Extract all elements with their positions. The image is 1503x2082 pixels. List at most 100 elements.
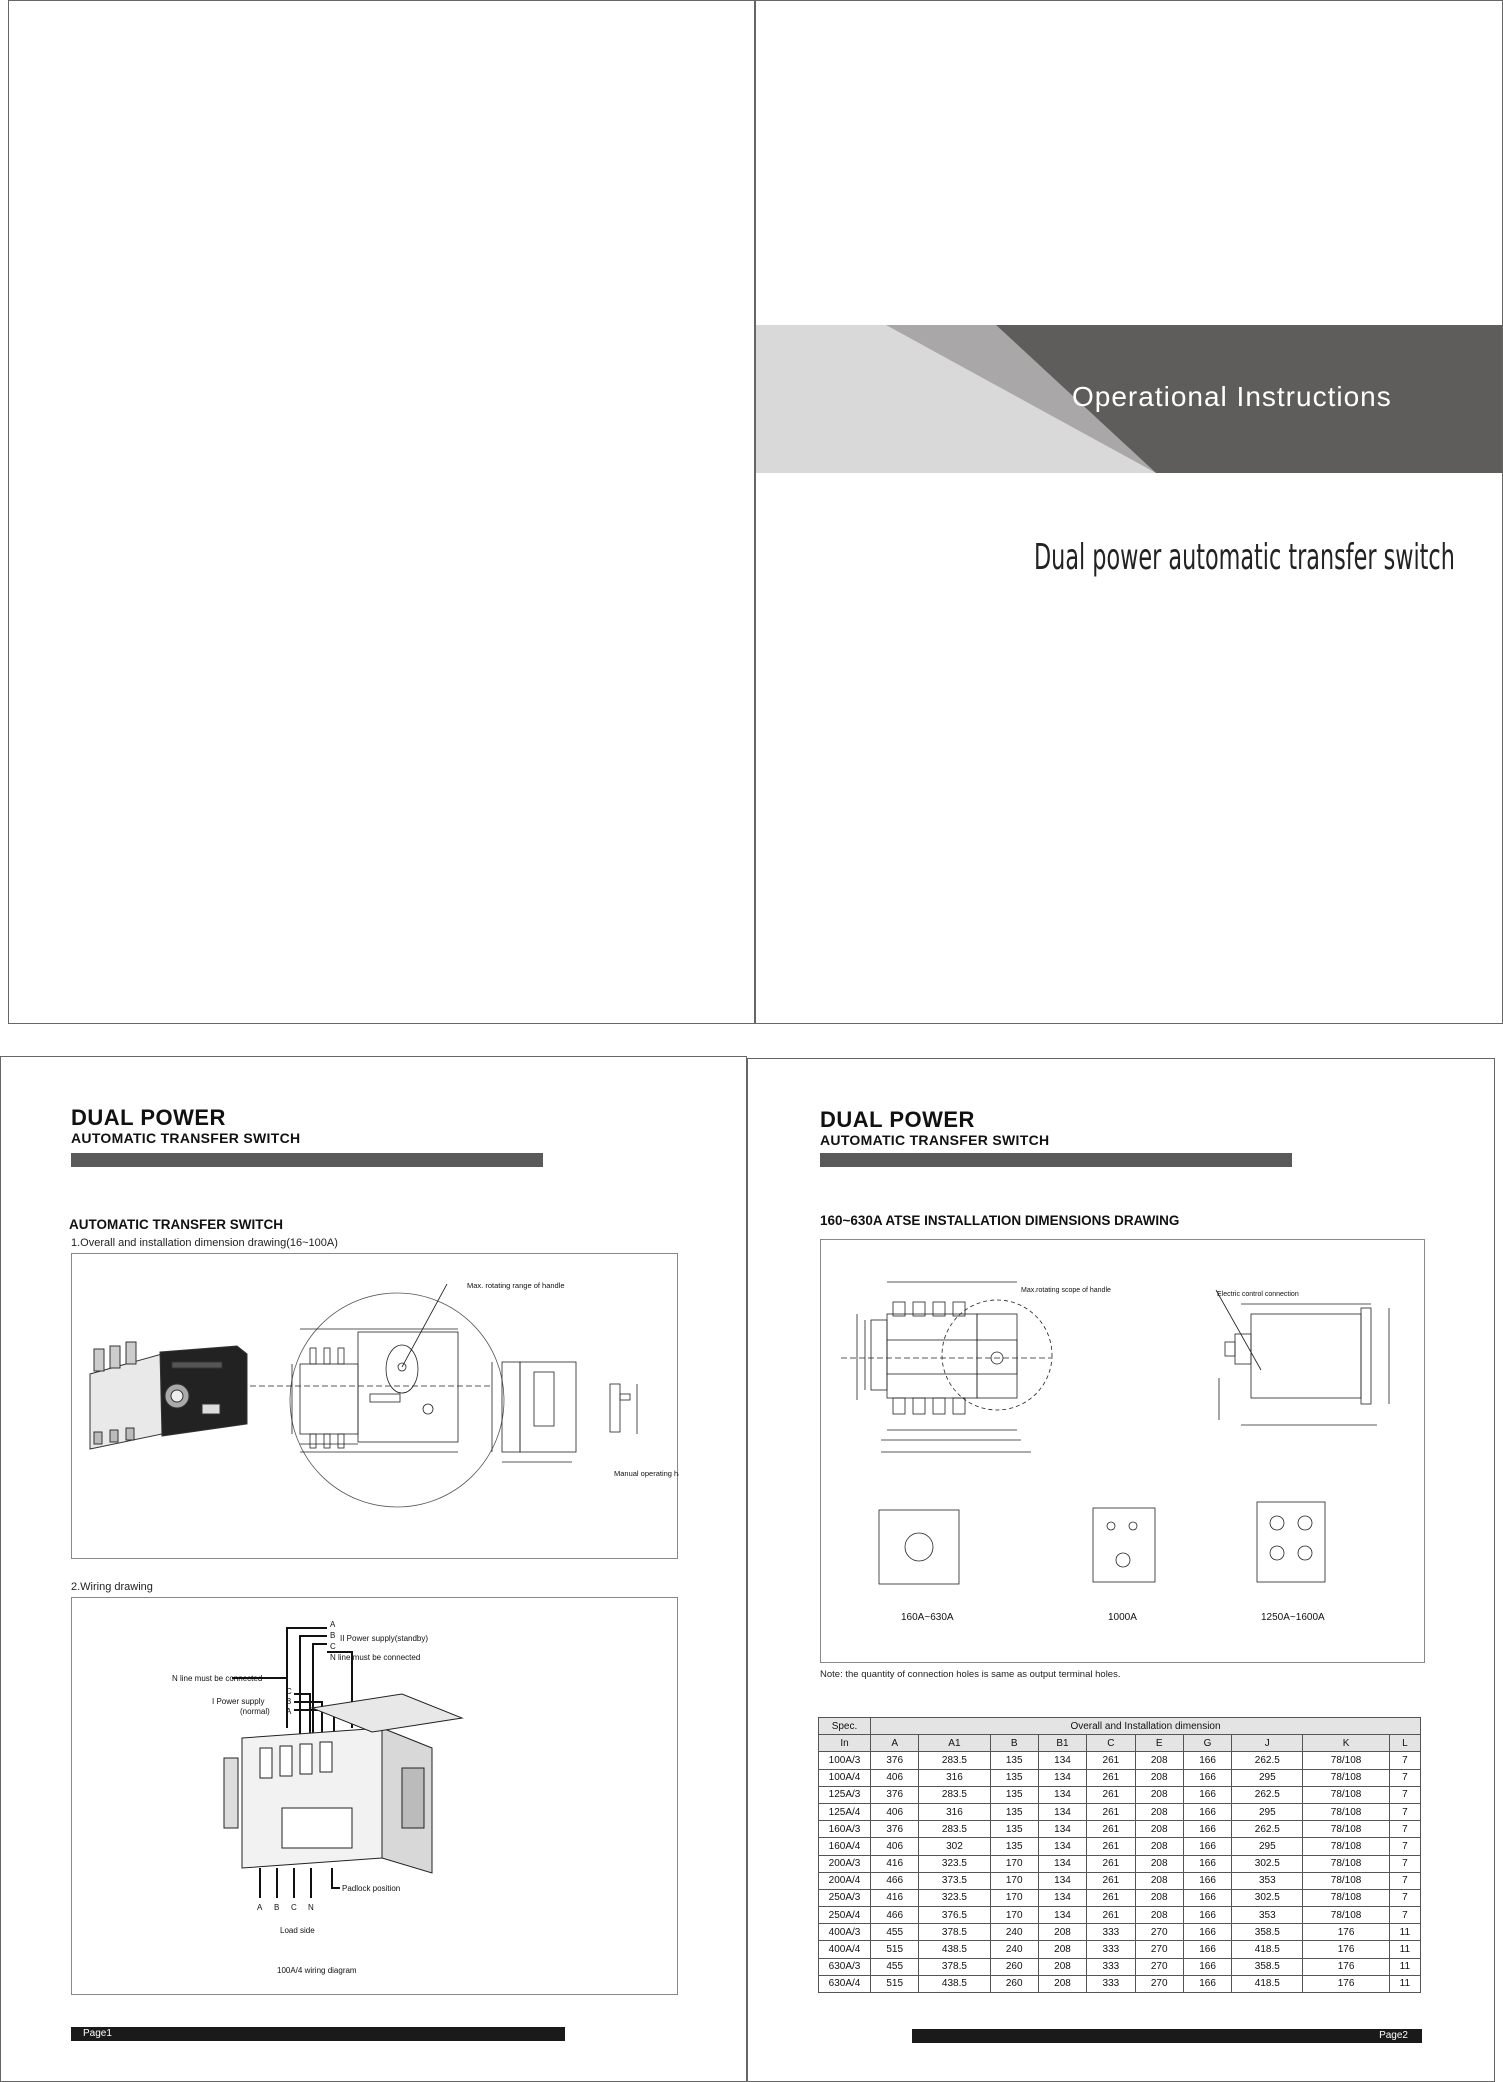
- table-cell: 400A/3: [818, 1923, 871, 1942]
- table-cell: 78/108: [1302, 1837, 1390, 1856]
- table-cell: 7: [1388, 1888, 1422, 1908]
- power-normal-label: I Power supply: [212, 1697, 264, 1706]
- table-cell: 630A/3: [818, 1957, 871, 1976]
- table-cell: 283.5: [918, 1751, 991, 1770]
- cover-band: [756, 325, 1502, 473]
- load-label-n: N: [308, 1903, 314, 1912]
- table-cell: 135: [989, 1785, 1039, 1804]
- table-cell: 11: [1388, 1974, 1422, 1994]
- table-cell: 455: [869, 1923, 920, 1942]
- table-cell: 125A/3: [818, 1785, 871, 1804]
- table-cell: 323.5: [918, 1854, 991, 1873]
- table-cell: 515: [869, 1974, 920, 1994]
- column-header: A: [869, 1734, 920, 1753]
- table-cell: 166: [1182, 1820, 1233, 1839]
- table-cell: 166: [1182, 1888, 1233, 1908]
- table-cell: 170: [989, 1906, 1039, 1925]
- table-cell: 166: [1182, 1906, 1233, 1925]
- table-cell: 416: [869, 1854, 920, 1873]
- table-cell: 100A/4: [818, 1768, 871, 1787]
- wiring-drawing: A B C II Power supply(standby) N line mu…: [172, 1620, 464, 1975]
- load-side-label: Load side: [280, 1926, 315, 1935]
- brand-subtitle: AUTOMATIC TRANSFER SWITCH: [71, 1130, 301, 1146]
- brand-title: DUAL POWER: [820, 1107, 975, 1132]
- table-cell: 134: [1037, 1888, 1088, 1908]
- dimension-drawing-heading: 1.Overall and installation dimension dra…: [71, 1237, 338, 1249]
- table-cell: 7: [1388, 1820, 1422, 1839]
- table-cell: 261: [1086, 1837, 1136, 1856]
- table-cell: 166: [1182, 1837, 1233, 1856]
- table-cell: 166: [1182, 1957, 1233, 1976]
- table-cell: 208: [1134, 1871, 1184, 1890]
- table-cell: 166: [1182, 1923, 1233, 1942]
- column-header: B1: [1037, 1734, 1088, 1753]
- table-cell: 125A/4: [818, 1802, 871, 1822]
- table-cell: 455: [869, 1957, 920, 1976]
- wire-label-c-left: C: [286, 1687, 292, 1696]
- table-cell: 515: [869, 1940, 920, 1959]
- footer-bar: Page2: [912, 2029, 1422, 2043]
- table-cell: 7: [1388, 1751, 1422, 1770]
- table-cell: 78/108: [1302, 1888, 1390, 1908]
- header-bar: [820, 1153, 1292, 1167]
- table-cell: 134: [1037, 1802, 1088, 1822]
- table-cell: 200A/3: [818, 1854, 871, 1873]
- table-cell: 100A/3: [818, 1751, 871, 1770]
- table-cell: 270: [1134, 1974, 1184, 1994]
- column-header: C: [1086, 1734, 1136, 1753]
- table-cell: 134: [1037, 1837, 1088, 1856]
- table-cell: 261: [1086, 1785, 1136, 1804]
- table-cell: 208: [1134, 1854, 1184, 1873]
- table-cell: 208: [1134, 1768, 1184, 1787]
- table-cell: 333: [1086, 1957, 1136, 1976]
- load-label-c: C: [291, 1903, 297, 1912]
- max-rotating-label: Max. rotating range of handle: [467, 1281, 565, 1290]
- group-header: Overall and Installation dimension: [870, 1716, 1421, 1736]
- table-cell: 134: [1037, 1768, 1088, 1787]
- table-cell: 302.5: [1231, 1854, 1304, 1873]
- table-cell: 134: [1037, 1820, 1088, 1839]
- table-cell: 134: [1037, 1906, 1088, 1925]
- switch-illustration: [223, 1693, 464, 1874]
- table-cell: 208: [1037, 1957, 1088, 1976]
- page-1: DUAL POWER AUTOMATIC TRANSFER SWITCH AUT…: [0, 1056, 747, 2082]
- table-cell: 295: [1231, 1768, 1304, 1787]
- table-cell: 166: [1182, 1802, 1233, 1822]
- table-cell: 333: [1086, 1940, 1136, 1959]
- table-cell: 438.5: [918, 1974, 991, 1994]
- switch-photo: [89, 1341, 248, 1450]
- table-cell: 166: [1182, 1768, 1233, 1787]
- table-cell: 353: [1231, 1906, 1304, 1925]
- table-cell: 283.5: [918, 1820, 991, 1839]
- front-view: [232, 1283, 505, 1508]
- wire-label-a-top: A: [330, 1620, 336, 1629]
- table-cell: 261: [1086, 1888, 1136, 1908]
- side-view: [491, 1361, 638, 1463]
- table-cell: 166: [1182, 1785, 1233, 1804]
- wire-label-b-left: B: [286, 1697, 291, 1706]
- table-cell: 170: [989, 1888, 1039, 1908]
- table-cell: 208: [1134, 1820, 1184, 1839]
- installation-drawing: Max.rotating scope of handle Electric co…: [841, 1281, 1390, 1623]
- wire-label-a-left: A: [286, 1707, 292, 1716]
- table-cell: 11: [1388, 1957, 1422, 1976]
- dimension-drawing: Max. rotating range of handle Manual ope…: [89, 1281, 697, 1508]
- table-cell: 260: [989, 1957, 1039, 1976]
- table-cell: 78/108: [1302, 1854, 1390, 1873]
- table-cell: 400A/4: [818, 1940, 871, 1959]
- table-cell: 376: [869, 1820, 920, 1839]
- table-cell: 160A/4: [818, 1837, 871, 1856]
- table-cell: 7: [1388, 1906, 1422, 1925]
- table-cell: 262.5: [1231, 1820, 1304, 1839]
- connection-hole-views: [878, 1501, 1326, 1585]
- power-normal-sub-label: (normal): [240, 1707, 270, 1716]
- table-cell: 261: [1086, 1871, 1136, 1890]
- table-cell: 270: [1134, 1957, 1184, 1976]
